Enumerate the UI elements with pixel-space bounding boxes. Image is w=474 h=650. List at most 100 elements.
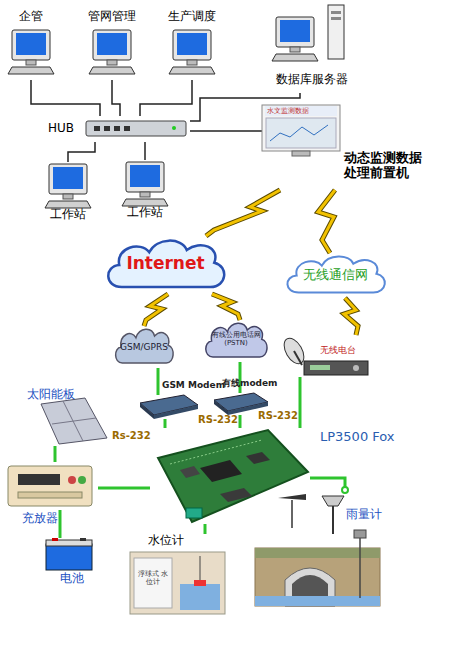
node-shape — [140, 395, 198, 419]
wireless-link — [206, 190, 280, 236]
network-cable — [144, 142, 146, 160]
node-text: 有线公用电话网 (PSTN) — [209, 331, 263, 347]
node-text: 太阳能板 — [27, 388, 87, 402]
node-text: LP3500 Fox — [320, 430, 420, 445]
green-wire — [98, 487, 150, 490]
charger-node: 充放器 — [8, 462, 98, 510]
shape-part — [134, 558, 172, 608]
green-wire — [310, 478, 345, 490]
controller-board: LP3500 Fox — [150, 428, 310, 524]
shape-part — [310, 365, 330, 370]
node-text: 企管 — [5, 10, 57, 24]
shape-part — [278, 494, 306, 500]
node-text: 无线通信网 — [283, 268, 388, 283]
node-shape — [150, 428, 310, 524]
wire-connector — [190, 131, 262, 132]
shape-part — [354, 530, 366, 538]
lightning-bolt — [318, 190, 335, 253]
shape-part — [124, 126, 130, 131]
network-cable — [190, 130, 262, 132]
shape-part — [180, 466, 200, 478]
network-cable — [68, 142, 95, 162]
shape-part — [292, 151, 310, 156]
node-text: 水文监测数据 — [267, 107, 339, 115]
network-cable — [112, 80, 120, 116]
shape-part — [53, 167, 83, 189]
node-text: 水位计 — [148, 534, 198, 548]
shape-part — [126, 162, 164, 192]
shape-part — [68, 476, 76, 484]
green-wire — [239, 362, 242, 393]
wire-connector — [112, 80, 120, 116]
lightning-outline — [212, 294, 240, 320]
computer-node: 管网管理 — [82, 8, 142, 80]
shape-part — [78, 476, 86, 484]
shape-part — [220, 488, 252, 502]
rain-gauge-node: 雨量计 — [318, 490, 398, 534]
computer-node: 企管 — [5, 8, 57, 80]
frontend-node: 水文监测数据动态监测数据 处理前置机 — [262, 105, 422, 190]
shape-part — [255, 548, 380, 558]
edge-label: RS-232 — [198, 414, 238, 426]
network-cable — [140, 80, 192, 116]
shape-part — [93, 30, 131, 60]
wire-connector — [145, 142, 146, 160]
shape-part — [353, 365, 359, 371]
shape-part — [173, 30, 211, 60]
green-wire — [164, 419, 167, 428]
lightning-outline — [144, 294, 168, 326]
green-wire — [204, 524, 207, 534]
node-shape — [8, 462, 98, 510]
shape-part — [52, 538, 58, 541]
shape-part — [304, 361, 368, 375]
network-cable — [31, 80, 100, 116]
node-text: 数据库服务器 — [262, 73, 362, 87]
computer-node: 工作站 — [40, 162, 96, 224]
shape-part — [187, 60, 197, 65]
shape-part — [107, 60, 117, 65]
node-text: GSM/GPRS — [113, 342, 175, 352]
solar-panel-node: 太阳能板 — [25, 388, 115, 446]
computer-node: 生产调度 — [162, 8, 222, 80]
lightning-bolt — [144, 294, 168, 326]
shape-part — [114, 126, 120, 131]
shape-part — [18, 492, 82, 498]
node-text: HUB — [48, 122, 82, 136]
shape-part — [342, 487, 348, 493]
wire-connector — [310, 478, 345, 490]
shape-part — [46, 544, 92, 570]
wire-connector — [55, 446, 56, 462]
radio-node: 无线电台 — [282, 335, 370, 377]
wire-connector — [68, 142, 95, 162]
wire-connector — [98, 488, 150, 489]
wind-vane-symbol — [278, 494, 306, 528]
shape-part — [272, 54, 318, 61]
wire-connector — [205, 524, 206, 534]
shape-part — [63, 401, 83, 441]
edge-label: Rs-232 — [112, 430, 151, 442]
wireless-link — [212, 294, 240, 320]
shape-part — [8, 67, 54, 74]
green-wire — [59, 510, 62, 538]
hub-node: HUB — [48, 116, 190, 142]
shape-part — [170, 440, 262, 464]
shape-part — [331, 17, 341, 20]
shape-part — [322, 496, 344, 506]
shape-part — [122, 199, 168, 206]
shape-part — [331, 11, 341, 14]
shape-part — [332, 506, 334, 534]
wire-connector — [240, 415, 241, 428]
shape-part — [49, 164, 87, 194]
shape-part — [291, 500, 293, 528]
shape-part — [186, 508, 202, 518]
node-text: 管网管理 — [82, 10, 142, 24]
shape-part — [206, 323, 267, 357]
shape-part — [26, 60, 36, 65]
shape-part — [8, 466, 92, 506]
wireless-link — [344, 298, 358, 335]
shape-part — [246, 452, 270, 464]
node-text: 有线modem — [222, 378, 294, 388]
cloud-node: 无线通信网 — [283, 253, 388, 298]
green-wire — [299, 377, 302, 428]
